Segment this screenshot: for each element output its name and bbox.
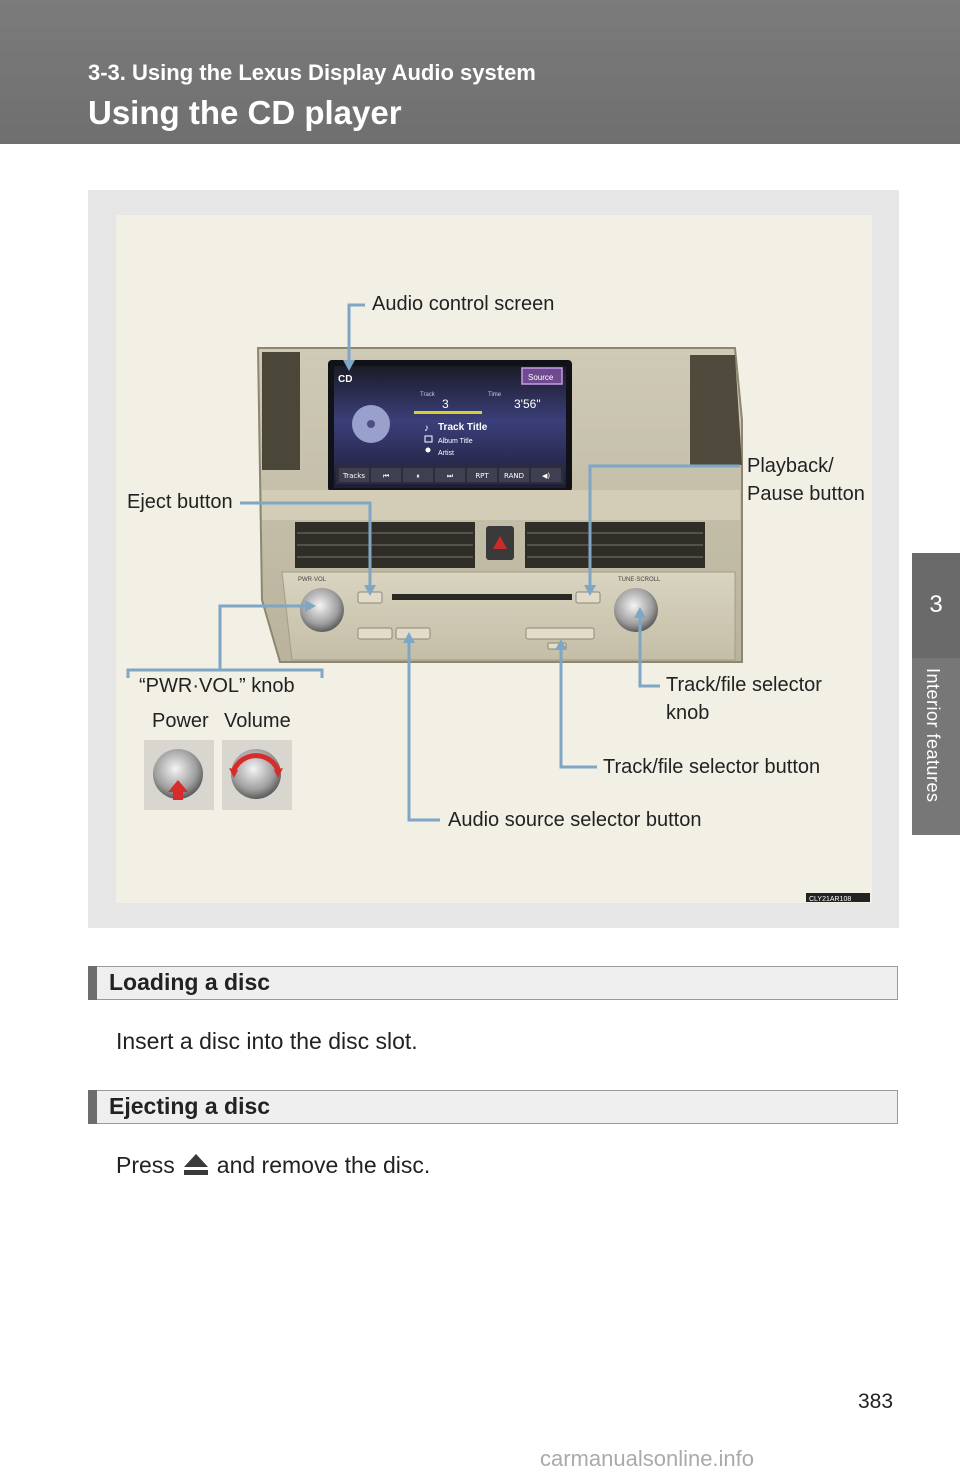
screen-bar-button[interactable] <box>435 468 465 482</box>
screen-bar-label: ⏭ <box>447 472 454 480</box>
callout-line-audio-screen <box>347 303 365 360</box>
eject-icon <box>183 1154 208 1175</box>
pwr-vol-knob[interactable] <box>300 588 344 632</box>
watermark: carmanualsonline.info <box>540 1446 755 1471</box>
screen-album-title: Album Title <box>438 438 473 445</box>
chapter-side-tab: 3 Interior features <box>912 553 960 835</box>
screen-progress-bar <box>414 411 482 414</box>
screen-bar-label: ⏮ <box>383 472 389 480</box>
page-header: 3-3. Using the Lexus Display Audio syste… <box>0 0 960 144</box>
callout-eject-button: Eject button <box>127 491 233 513</box>
heading-loading-text: Loading a disc <box>109 969 271 995</box>
page-title: Using the CD player <box>88 94 402 131</box>
ejecting-instructions: Press and remove the disc. <box>116 1152 430 1179</box>
screen-artist: Artist <box>438 450 454 457</box>
screen-bar-button[interactable] <box>371 468 401 482</box>
vent-and-controls: PWR·VOL TUNE·SCROLL <box>262 490 740 661</box>
screen-bar-button[interactable] <box>467 468 497 482</box>
callout-line-track-knob <box>638 618 660 688</box>
screen-bar-label: ⏸ <box>416 472 420 480</box>
pwr-vol-panel-label: PWR·VOL <box>298 577 327 583</box>
heading-accent <box>88 1090 97 1124</box>
callout-playback-pause-button: Playback/ Pause button <box>747 455 865 505</box>
music-note-icon: ♪ <box>424 423 429 434</box>
screen-bar-label: RPT <box>475 472 489 480</box>
label-power: Power <box>152 710 209 732</box>
screen-bar-label: Tracks <box>342 472 365 480</box>
section-heading-ejecting: Ejecting a disc <box>88 1090 898 1124</box>
audio-control-screen: CD Source Track Time 3 3'56" ♪ Track Tit… <box>334 366 566 488</box>
callout-track-file-selector-knob: Track/file selector knob <box>666 674 822 724</box>
callout-arrowheads <box>305 360 646 650</box>
track-file-selector-knob[interactable] <box>614 588 658 632</box>
ejecting-text-after: and remove the disc. <box>216 1152 431 1178</box>
loading-instructions: Insert a disc into the disc slot. <box>116 1028 418 1054</box>
artist-icon <box>425 447 431 453</box>
power-volume-thumbnails <box>144 740 292 810</box>
screen-source-button[interactable] <box>521 367 563 385</box>
chapter-name: Interior features <box>923 668 943 803</box>
ejecting-text-before: Press <box>116 1152 175 1178</box>
callout-line-audio-source <box>407 643 440 822</box>
screen-bar-button[interactable] <box>403 468 433 482</box>
heading-ejecting-text: Ejecting a disc <box>109 1093 271 1119</box>
screen-bar-button[interactable] <box>531 468 561 482</box>
screen-bar-label: RAND <box>504 472 524 480</box>
screen-time-value: 3'56" <box>514 397 541 411</box>
callout-line-eject <box>240 501 372 585</box>
section-label: 3-3. Using the Lexus Display Audio syste… <box>88 60 536 85</box>
album-icon <box>424 435 433 443</box>
screen-track-title: Track Title <box>438 422 488 433</box>
seek-track-button[interactable] <box>525 627 595 640</box>
screen-mode-label: CD <box>338 374 352 385</box>
screen-track-number: 3 <box>442 397 449 411</box>
heading-accent <box>88 966 97 1000</box>
label-volume: Volume <box>224 710 291 732</box>
page-number: 383 <box>858 1390 894 1413</box>
screen-time-label: Time <box>488 392 502 398</box>
callout-track-file-selector-button: Track/file selector button <box>603 756 821 778</box>
hazard-icon <box>493 536 507 549</box>
callout-lines <box>126 303 740 822</box>
playback-pause-button[interactable] <box>575 591 601 604</box>
tune-scroll-panel-label: TUNE·SCROLL <box>618 577 661 583</box>
screen-track-label: Track <box>420 392 436 398</box>
callout-line-pwr-bracket <box>126 668 324 678</box>
screen-bar-button[interactable] <box>339 468 369 482</box>
image-code-box <box>806 893 870 902</box>
rotate-arrow-icon <box>231 753 281 772</box>
screen-bar-label: ◀) <box>542 472 550 480</box>
section-heading-loading: Loading a disc <box>88 966 898 1000</box>
chapter-number: 3 <box>929 591 943 618</box>
callout-audio-source-selector-button: Audio source selector button <box>448 809 702 831</box>
chapter-number-box: 3 <box>912 553 960 658</box>
push-arrow-icon <box>168 780 188 800</box>
image-code: CLY21AR108 <box>809 896 851 903</box>
screen-bar-button[interactable] <box>499 468 529 482</box>
callout-line-track-button <box>559 650 597 769</box>
callout-audio-control-screen: Audio control screen <box>372 293 555 315</box>
audio-source-selector-button[interactable] <box>395 627 431 640</box>
screen-bottom-bar-items: Tracks ⏮ ⏸ ⏭ RPT RAND ◀) <box>339 468 561 482</box>
callout-pwr-vol-knob: “PWR·VOL” knob <box>139 675 295 697</box>
radio-button[interactable] <box>357 627 393 640</box>
callout-line-pwr-knob <box>218 604 305 670</box>
disc-slot <box>392 594 572 600</box>
screen-source-label: Source <box>528 373 554 382</box>
callout-line-playback <box>588 464 740 585</box>
